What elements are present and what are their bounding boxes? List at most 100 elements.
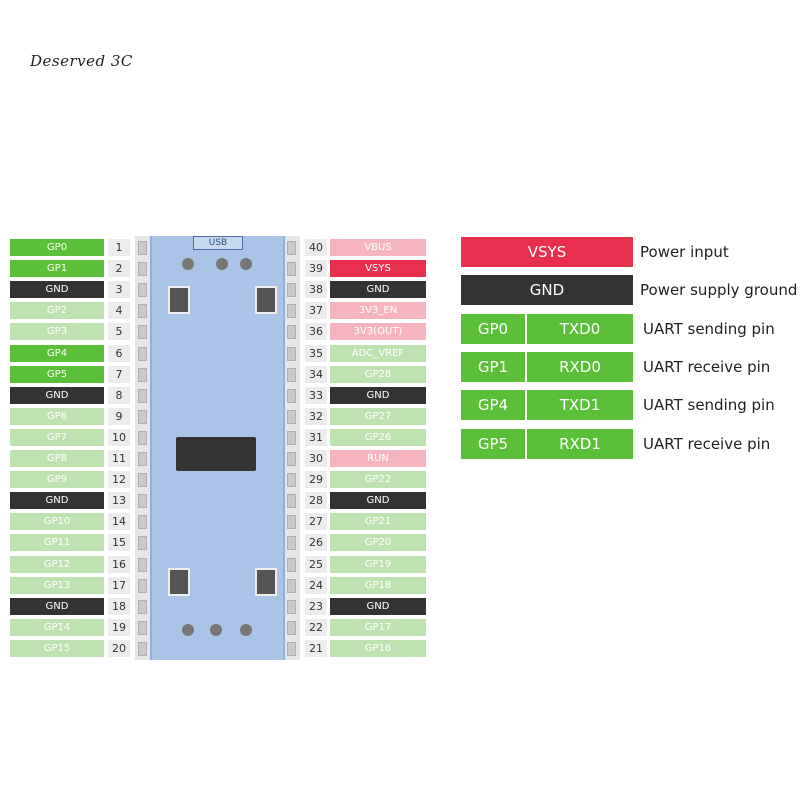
pin-number-left: 6	[108, 344, 130, 362]
pin-number-right: 24	[305, 576, 327, 594]
pin-number-left: 17	[108, 576, 130, 594]
pin-label-right: ADC_VREF	[330, 344, 426, 362]
legend-swatch-function: TXD0	[527, 313, 633, 344]
pin-label-right: GP17	[330, 618, 426, 636]
legend-swatch-pin: GP5	[461, 428, 525, 459]
transistor	[168, 568, 190, 596]
legend-description: Power input	[640, 243, 729, 261]
pin-pad	[138, 409, 147, 424]
legend-description: UART sending pin	[643, 396, 775, 415]
pin-number-left: 10	[108, 428, 130, 446]
pin-label-right: RUN	[330, 450, 426, 467]
mounting-hole	[182, 624, 194, 636]
pin-pad	[287, 325, 296, 340]
transistor	[255, 286, 277, 314]
pin-pad	[138, 494, 147, 509]
pin-number-left: 14	[108, 513, 130, 531]
pin-label-right: GP28	[330, 365, 426, 383]
pin-pad	[287, 430, 296, 445]
pin-pad	[138, 557, 147, 572]
pin-number-left: 2	[108, 260, 130, 278]
pin-label-left: GP13	[10, 576, 104, 594]
legend-swatch-pin: GP0	[461, 313, 525, 344]
pin-pad	[138, 536, 147, 551]
pin-pad	[287, 494, 296, 509]
pin-number-right: 35	[305, 344, 327, 362]
pin-label-right: GP19	[330, 555, 426, 573]
mounting-hole	[240, 258, 252, 270]
pin-number-right: 27	[305, 513, 327, 531]
pin-number-right: 30	[305, 450, 327, 467]
pin-pad	[138, 578, 147, 593]
legend-swatch-pin: GP1	[461, 351, 525, 382]
pin-label-right: 3V3_EN	[330, 302, 426, 320]
legend-swatch-pin: GP4	[461, 390, 525, 421]
pin-pad	[287, 641, 296, 656]
pin-pad	[287, 599, 296, 614]
pin-label-right: GP22	[330, 471, 426, 489]
pin-pad	[138, 346, 147, 361]
pin-label-left: GP15	[10, 639, 104, 657]
brand-logo-text: Deserved 3C	[30, 52, 133, 70]
pin-pad	[287, 388, 296, 403]
pin-pad	[287, 262, 296, 277]
mounting-hole	[240, 624, 252, 636]
pin-pad	[138, 641, 147, 656]
pin-pad	[287, 473, 296, 488]
pin-number-right: 33	[305, 386, 327, 404]
pin-number-left: 4	[108, 302, 130, 320]
pin-label-right: GND	[330, 386, 426, 404]
pin-number-right: 40	[305, 239, 327, 256]
pin-label-left: GND	[10, 281, 104, 299]
pin-label-left: GP8	[10, 450, 104, 467]
pin-number-left: 15	[108, 534, 130, 552]
pin-number-left: 8	[108, 386, 130, 404]
pin-pad	[287, 241, 296, 255]
pin-label-right: GND	[330, 281, 426, 299]
pin-label-right: GND	[330, 597, 426, 615]
pin-label-right: GP16	[330, 639, 426, 657]
pin-number-left: 13	[108, 492, 130, 510]
pin-number-right: 25	[305, 555, 327, 573]
pin-number-right: 28	[305, 492, 327, 510]
pin-label-right: VBUS	[330, 239, 426, 256]
pin-label-left: GND	[10, 386, 104, 404]
pin-pad	[138, 515, 147, 530]
pin-pad	[138, 262, 147, 277]
legend-swatch-function: RXD0	[527, 351, 633, 382]
pin-number-left: 7	[108, 365, 130, 383]
pin-pad	[287, 409, 296, 424]
pin-label-left: GND	[10, 597, 104, 615]
pin-pad	[287, 304, 296, 319]
pin-pad	[287, 283, 296, 298]
mounting-hole	[210, 624, 222, 636]
pin-pad	[138, 473, 147, 488]
pin-pad	[287, 620, 296, 635]
legend-description: UART sending pin	[643, 319, 775, 338]
pin-pad	[287, 346, 296, 361]
pin-number-right: 23	[305, 597, 327, 615]
usb-connector: USB	[193, 236, 243, 250]
pin-pad	[138, 283, 147, 298]
pin-pad	[138, 620, 147, 635]
pin-number-left: 12	[108, 471, 130, 489]
pin-pad	[138, 388, 147, 403]
pin-number-left: 9	[108, 407, 130, 425]
pin-pad	[138, 325, 147, 340]
legend-swatch-function: RXD1	[527, 428, 633, 459]
pin-label-right: GP20	[330, 534, 426, 552]
pin-number-left: 18	[108, 597, 130, 615]
pin-number-left: 3	[108, 281, 130, 299]
pin-label-left: GP4	[10, 344, 104, 362]
pin-number-right: 32	[305, 407, 327, 425]
transistor	[168, 286, 190, 314]
legend-description: Power supply ground	[640, 281, 798, 300]
pin-label-right: GP21	[330, 513, 426, 531]
pin-number-left: 16	[108, 555, 130, 573]
pin-label-left: GND	[10, 492, 104, 510]
pin-number-left: 1	[108, 239, 130, 256]
pin-number-right: 29	[305, 471, 327, 489]
pin-pad	[138, 241, 147, 255]
legend-description: UART receive pin	[643, 434, 771, 453]
pin-number-right: 21	[305, 639, 327, 657]
